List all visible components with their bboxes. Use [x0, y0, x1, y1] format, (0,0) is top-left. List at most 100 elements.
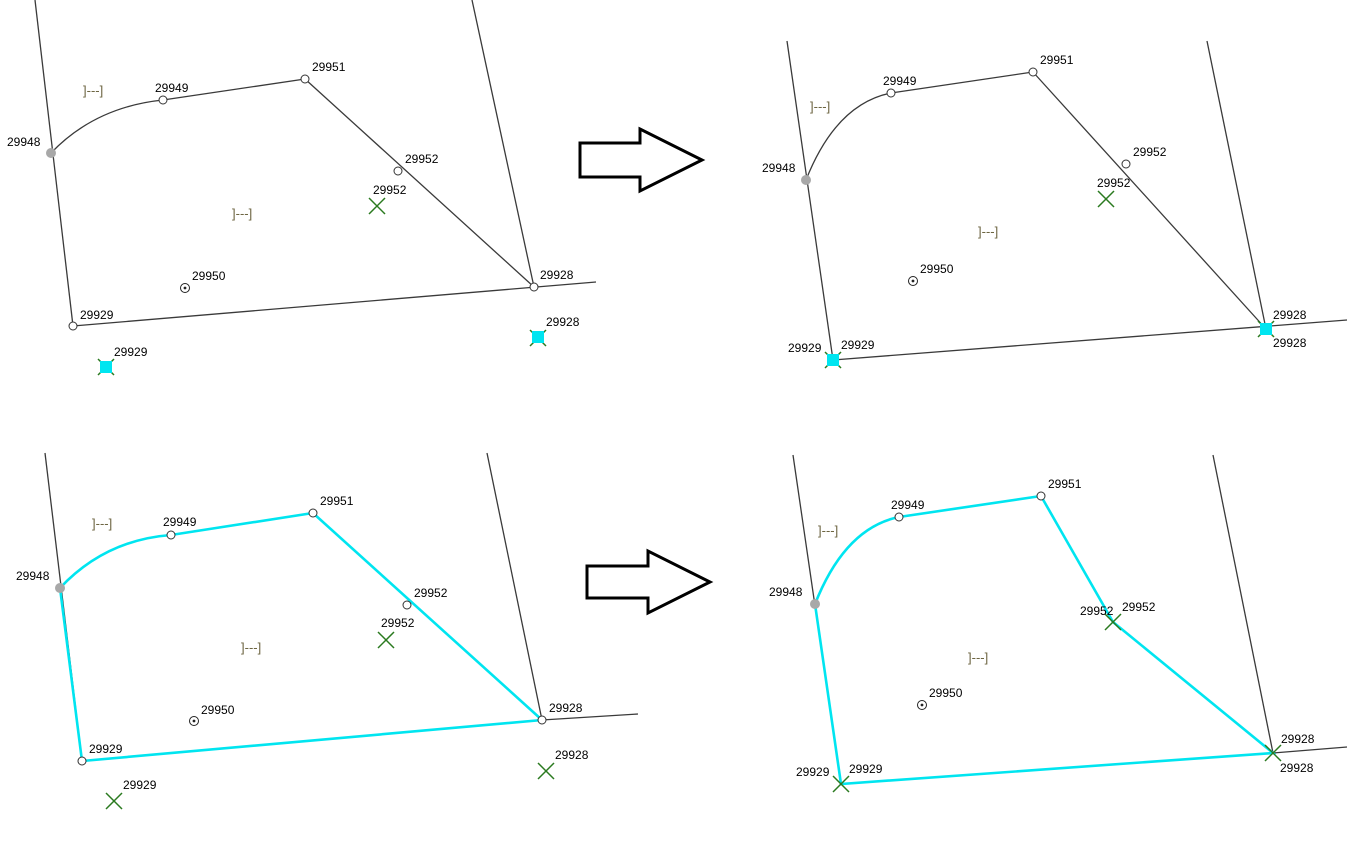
- vertex-label: 29949: [891, 498, 925, 512]
- panel-bottom-right: ]---] ]---] 29948 29949 29951 29952 2992…: [769, 454, 1348, 793]
- edge-29949-29951: [162, 78, 306, 101]
- vertex-label: 29929: [80, 308, 114, 322]
- vertex-label: 29949: [163, 515, 197, 529]
- vertex-label: 29949: [155, 81, 189, 95]
- vertex-label: 29950: [201, 703, 235, 717]
- vertex-label: 29951: [1040, 53, 1074, 67]
- snap-point-29928: [537, 762, 555, 780]
- parcel-label: ]---]: [232, 206, 252, 221]
- vertex-label: 29952: [1122, 600, 1156, 614]
- vertex-label: 29928: [1273, 308, 1307, 322]
- arc-edge: [805, 92, 892, 181]
- right-boundary-line: [1206, 40, 1267, 330]
- snap-point-29929: [105, 792, 123, 810]
- vertex-label: 29948: [762, 161, 796, 175]
- point-label: 29952: [373, 183, 407, 197]
- vertex-label: 29950: [192, 269, 226, 283]
- snap-point-29928-highlight: [1257, 320, 1275, 338]
- vertex-29951: [1036, 491, 1046, 501]
- parcel-label: ]---]: [968, 650, 988, 665]
- vertex-29948: [55, 583, 65, 593]
- vertex-29928: [529, 282, 539, 292]
- arc-edge: [50, 99, 164, 154]
- snap-point-29929: [832, 775, 850, 793]
- panel-bottom-left: ]---] ]---] 29948 29949 29951 29952 2992…: [16, 452, 639, 810]
- vertex-29949: [894, 512, 904, 522]
- selected-parcel-outline: [813, 494, 1277, 786]
- vertex-label: 29951: [1048, 477, 1082, 491]
- vertex-29951: [308, 508, 318, 518]
- vertex-29948: [46, 148, 56, 158]
- vertex-29952: [1121, 159, 1131, 169]
- left-boundary-line: [34, 0, 74, 327]
- point-label: 29928: [555, 748, 589, 762]
- left-boundary-line: [786, 40, 834, 361]
- snap-point-29952: [1104, 613, 1122, 631]
- vertex-29949: [886, 88, 896, 98]
- parcel-label: ]---]: [818, 523, 838, 538]
- vertex-label: 29950: [920, 262, 954, 276]
- panel-top-right: ]---] ]---] 29948 29949 29951 29952 2992…: [762, 40, 1348, 369]
- point-label: 29929: [841, 338, 875, 352]
- bottom-boundary-line: [72, 281, 597, 327]
- centroid-icon: [180, 283, 190, 293]
- vertex-29948: [801, 175, 811, 185]
- selected-parcel-outline: [58, 511, 546, 763]
- parcel-label: ]---]: [241, 640, 261, 655]
- vertex-label: 29950: [929, 686, 963, 700]
- centroid-icon: [917, 700, 927, 710]
- vertex-label: 29929: [89, 742, 123, 756]
- snap-point-29929-highlight: [824, 351, 842, 369]
- point-label: 29952: [1097, 176, 1131, 190]
- right-boundary-line: [471, 0, 535, 288]
- point-label: 29929: [123, 778, 157, 792]
- snap-point-29952: [368, 197, 386, 215]
- snap-point-29952: [1097, 190, 1115, 208]
- point-label: 29952: [381, 616, 415, 630]
- vertex-29949: [158, 95, 168, 105]
- vertex-29929: [68, 321, 78, 331]
- right-arrow-icon: [585, 548, 714, 616]
- point-label: 29928: [1280, 761, 1314, 775]
- point-label: 29928: [1273, 336, 1307, 350]
- vertex-29951: [300, 74, 310, 84]
- vertex-label: 29929: [788, 341, 822, 355]
- vertex-label: 29948: [769, 585, 803, 599]
- centroid-icon: [189, 716, 199, 726]
- edge-29951-29928: [304, 78, 535, 288]
- point-label: 29952: [1080, 604, 1114, 618]
- vertex-29952: [393, 166, 403, 176]
- vertex-29949: [166, 530, 176, 540]
- vertex-29928: [537, 715, 547, 725]
- panel-top-left: ]---] ]---] 29948 29949 29951 29952 2992…: [7, 0, 597, 376]
- vertex-label: 29951: [320, 494, 354, 508]
- vertex-29929: [77, 756, 87, 766]
- vertex-label: 29952: [414, 586, 448, 600]
- vertex-label: 29929: [849, 762, 883, 776]
- right-arrow-icon: [578, 126, 706, 194]
- point-label: 29929: [114, 345, 148, 359]
- point-label: 29929: [796, 765, 830, 779]
- vertex-label: 29949: [883, 74, 917, 88]
- vertex-29951: [1028, 67, 1038, 77]
- vertex-label: 29928: [549, 701, 583, 715]
- vertex-label: 29928: [1281, 732, 1315, 746]
- vertex-29952: [402, 600, 412, 610]
- right-boundary-line: [486, 452, 543, 721]
- vertex-29948: [810, 599, 820, 609]
- vertex-label: 29952: [1133, 145, 1167, 159]
- vertex-label: 29928: [540, 268, 574, 282]
- snap-point-29928: [1264, 744, 1282, 762]
- bottom-boundary-line: [541, 713, 639, 721]
- parcel-label: ]---]: [810, 99, 830, 114]
- snap-point-29928-highlight: [529, 329, 547, 347]
- parcel-label: ]---]: [92, 516, 112, 531]
- parcel-label: ]---]: [83, 83, 103, 98]
- centroid-icon: [908, 276, 918, 286]
- point-label: 29928: [546, 315, 580, 329]
- parcel-label: ]---]: [978, 224, 998, 239]
- right-boundary-line: [1212, 454, 1274, 754]
- vertex-label: 29951: [312, 60, 346, 74]
- edge-29951-29928: [1032, 71, 1267, 330]
